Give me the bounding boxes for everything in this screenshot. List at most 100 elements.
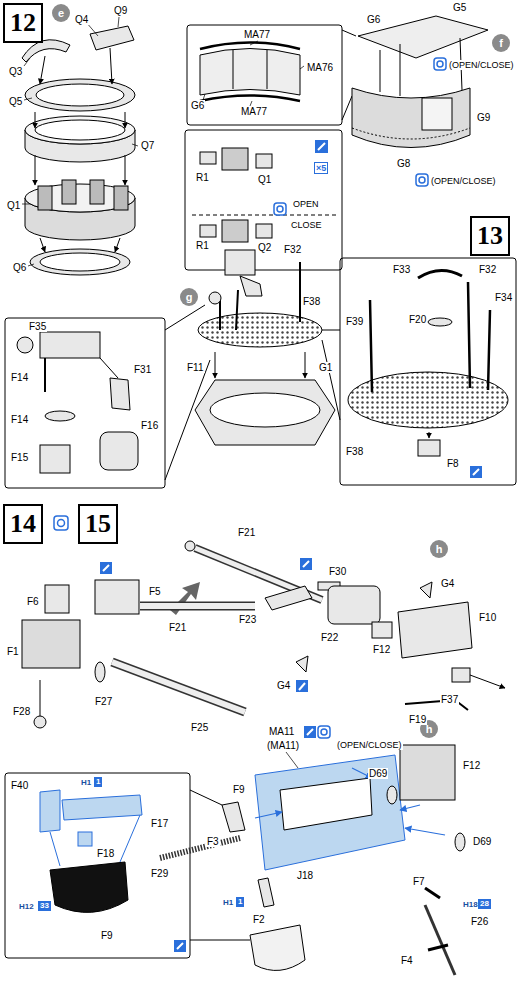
breech-assembly-part [22,620,80,668]
main-gun-upper-part [372,622,392,638]
subassembly-circle: h [430,540,448,558]
periscope-inset-part [222,220,248,242]
option-note: (OPEN/CLOSE) [336,740,403,750]
assembly-arrows-part [115,238,120,252]
subassembly-circle: g [180,288,198,306]
cupola-assembly-part [25,184,135,212]
part-number: F21 [237,527,256,538]
step-number: 14 [10,510,36,538]
part-number: Q3 [8,66,23,77]
paint-callout: 1 [236,897,244,907]
part-number: D69 [368,768,388,779]
gun-sight-inset-part [45,411,75,421]
assembly-arrows-part [35,155,36,185]
part-number: J18 [296,870,314,881]
assembly-arrows-part [215,352,216,378]
mantlet-assembly-part [400,745,455,800]
option-note: CLOSE [290,220,323,230]
open-close-icon-part [321,729,327,735]
fit-arrows-part [255,812,282,818]
step-number-box: 12 [3,3,43,43]
part-number: MA77 [240,106,268,117]
gun-sight-inset-part [40,332,100,358]
part-number: F38 [302,296,321,307]
sight-seat-assembly-part [225,250,255,275]
cupola-assembly-part [35,120,125,140]
leader-lines-part [28,264,34,266]
part-number: G8 [396,158,411,169]
inset-frames-part [185,130,342,270]
breech-assembly-part [112,662,245,712]
assembly-arrows-part [305,352,306,378]
assembly-arrows-part [35,112,36,128]
part-number: Q9 [113,5,128,16]
option-note: OPEN [292,199,320,209]
glue-icon [100,140,482,952]
gun-sight-inset-part [100,358,118,378]
open-close-icon-part [318,726,330,738]
stowage-panel-inset-part [200,49,300,96]
part-number: F26 [470,916,489,927]
open-close-icon-part [274,203,286,215]
periscope-inset [192,148,336,242]
periscope-inset-part [256,224,272,238]
part-number: G9 [476,112,491,123]
part-number: D69 [472,836,492,847]
mantlet-assembly-part [280,778,372,830]
inset-frames [5,25,516,958]
sight-seat-assembly [195,250,335,445]
cupola-assembly-part [25,79,135,111]
paint-callout: 33 [38,901,51,911]
stowage-bin-part [352,88,470,148]
inset-frames-part [190,790,250,940]
part-number: F1 [6,646,20,657]
sight-seat-assembly-part [198,313,322,347]
main-gun-upper-part [420,582,432,598]
part-number: F21 [168,622,187,633]
part-number: F12 [372,644,391,655]
breech-assembly-part [95,662,105,682]
part-number: F15 [10,452,29,463]
cupola-assembly-part [90,26,134,50]
main-gun-upper-part [296,656,308,672]
cupola-assembly-part [114,186,128,210]
breech-assembly-part [40,680,41,716]
paint-callout: 28 [478,899,491,909]
cupola-assembly-part [90,180,104,204]
cupola-assembly [22,26,135,275]
cupola-assembly-part [25,116,135,144]
part-number: G5 [452,2,467,13]
paint-icon-part [296,680,308,692]
part-number: (MA11) [266,740,300,751]
periscope-inset-part [200,225,216,237]
paint-callout: H18 [462,900,479,910]
leader-lines [22,17,304,266]
periscope-inset-part [192,215,336,216]
basket-inset-part [50,862,128,912]
option-note: ×5 [314,162,328,174]
cupola-assembly-part [40,253,120,271]
stowage-bin [352,16,488,148]
mantlet-assembly-part [222,802,245,832]
part-number: F14 [10,372,29,383]
cupola-assembly-part [30,249,130,275]
part-number: F17 [150,818,169,829]
part-number: F22 [320,632,339,643]
breech-assembly-part [34,716,46,728]
leader-lines-part [24,98,32,100]
mantlet-assembly [160,745,465,975]
part-number: G4 [276,680,291,691]
part-number: F34 [494,292,513,303]
step-number-box: 14 [3,504,43,544]
fit-arrows [255,768,445,835]
periscope-inset-part [200,152,216,164]
part-number: F37 [440,694,459,705]
part-number: F28 [12,706,31,717]
seat-inset-part [418,270,462,278]
periscope-inset-part [256,154,272,168]
subassembly-letter: g [186,291,193,303]
main-gun-upper-part [265,586,312,610]
part-number: F12 [462,760,481,771]
part-number: F7 [412,876,426,887]
